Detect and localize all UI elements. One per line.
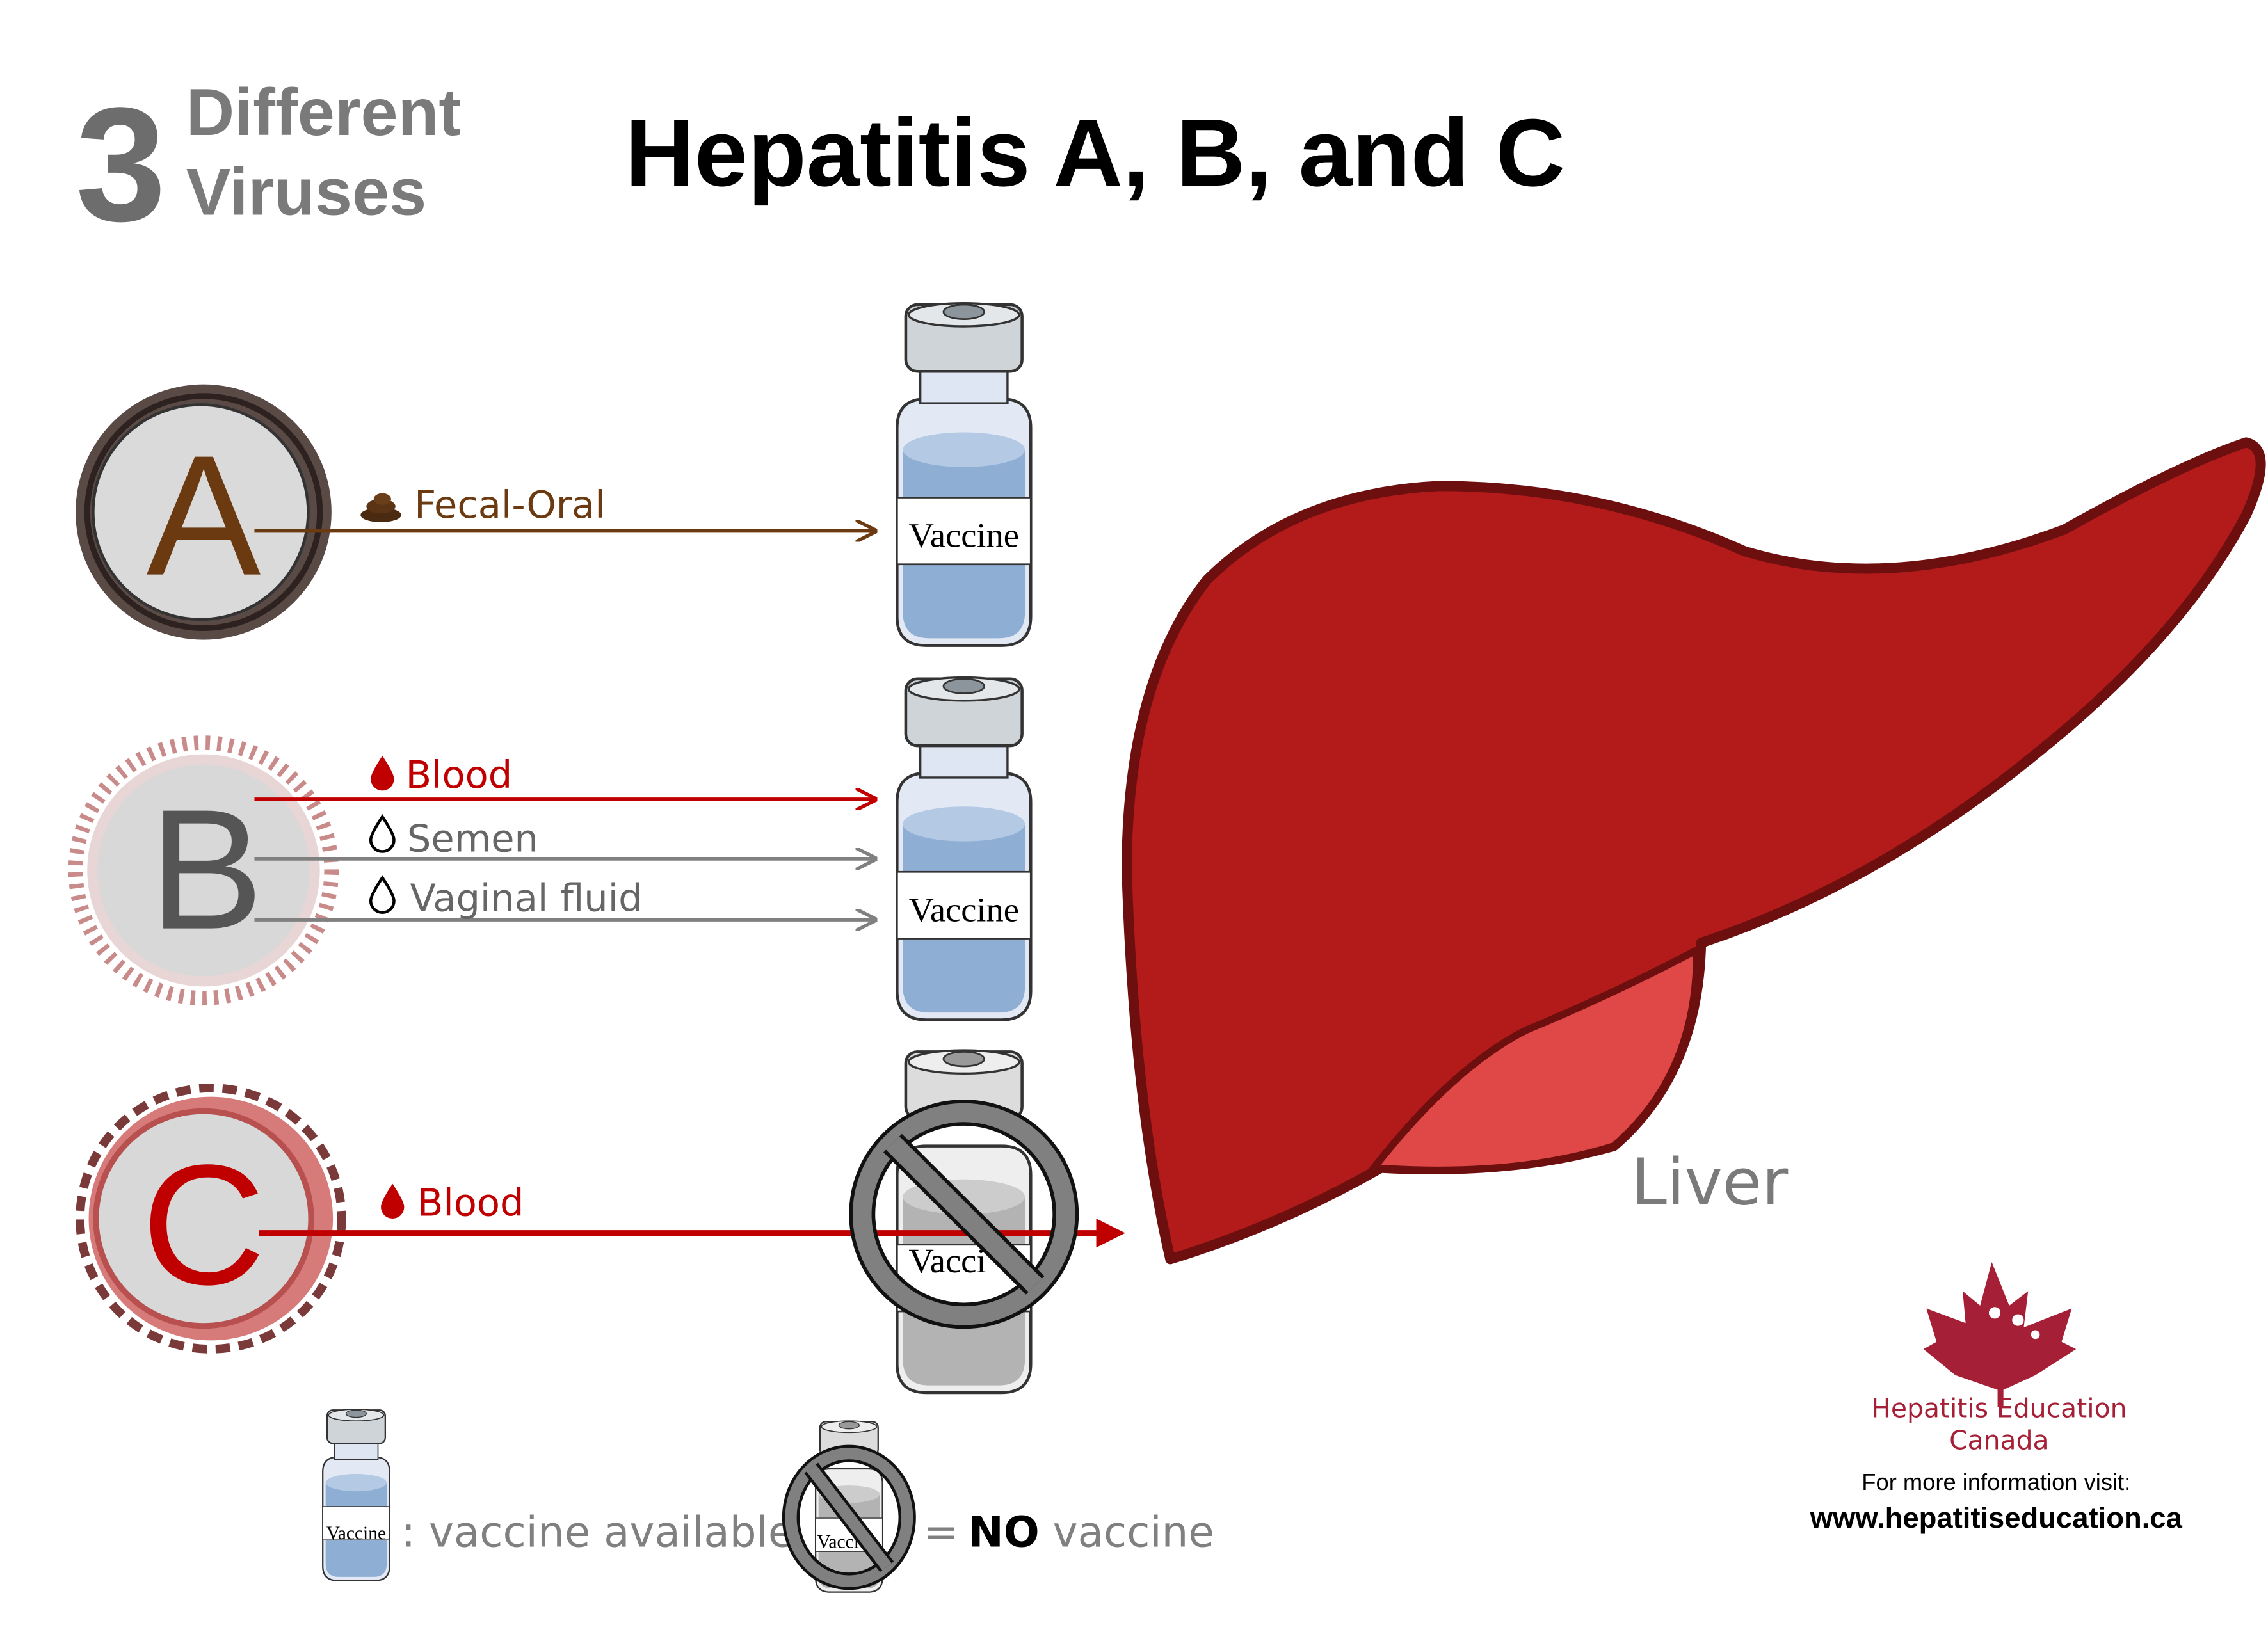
vial-c-label: Vacci (908, 1241, 986, 1280)
org-name-line2: Canada (1949, 1425, 2049, 1455)
route-vaginal-fluid: Vaginal fluid (410, 876, 642, 920)
poop-icon (360, 493, 401, 522)
route-semen: Semen (407, 817, 538, 861)
liver-label: Liver (1631, 1144, 1789, 1219)
virus-c-row: C Vacci Blood (76, 1050, 1125, 1393)
legend-equals: = (923, 1507, 958, 1556)
prohibited-icon (849, 1100, 1079, 1329)
route-blood-c: Blood (417, 1181, 524, 1225)
virus-c-icon (93, 1108, 314, 1329)
legend-vaccine-vial-icon (322, 1408, 390, 1581)
header-subtitle-line2: Viruses (186, 156, 427, 230)
virus-c-spikes (76, 1084, 346, 1354)
liver-illustration: Liver (1122, 437, 2266, 1265)
legend-no-vaccine: NO vaccine (969, 1507, 1214, 1556)
virus-c-letter: C (141, 1129, 266, 1320)
liver-shape (1122, 437, 2266, 1265)
page-title: Hepatitis A, B, and C (625, 99, 1565, 206)
header-subtitle-line1: Different (186, 76, 461, 150)
virus-b-icon (97, 764, 310, 977)
header-number: 3 (76, 74, 166, 255)
website-link[interactable]: www.hepatitiseducation.ca (1810, 1501, 2183, 1534)
maple-leaf-logo (1923, 1262, 2077, 1407)
legend-no-bold: NO (969, 1507, 1040, 1556)
virus-a-icon (92, 403, 310, 621)
header: 3 Different Viruses Hepatitis A, B, and … (76, 74, 1565, 255)
drop-outline-icon (369, 814, 396, 853)
route-fecal-oral: Fecal-Oral (414, 483, 605, 527)
route-blood-b: Blood (406, 753, 513, 797)
blood-drop-icon (381, 1183, 405, 1219)
legend-no-text: vaccine (1040, 1507, 1214, 1556)
more-info-text: For more information visit: (1862, 1469, 2130, 1495)
vial-b-label: Vaccine (909, 890, 1019, 929)
virus-a-letter: A (147, 420, 262, 611)
virus-b-letter: B (149, 774, 264, 965)
footer: Hepatitis Education Canada For more info… (1810, 1262, 2183, 1534)
legend-prohibited-icon (782, 1444, 916, 1590)
gallbladder-shape (1367, 944, 1701, 1174)
drop-outline-icon (369, 875, 396, 914)
legend: Vaccine : vaccine available Vacci = NO v… (322, 1408, 1214, 1593)
virus-b-spikes (68, 735, 339, 1005)
legend-vaccine-available: : vaccine available (401, 1507, 794, 1556)
org-name-line1: Hepatitis Education (1871, 1393, 2127, 1424)
blood-drop-icon (371, 755, 394, 791)
vaccine-vial-a (897, 303, 1031, 646)
virus-b-row: B Blood Semen Vaginal fluid Vaccine (68, 678, 1031, 1020)
vial-a-label: Vaccine (909, 516, 1019, 555)
legend-vial-label: Vaccine (326, 1523, 386, 1544)
vaccine-vial-b (897, 678, 1031, 1020)
virus-a-row: A Fecal-Oral Vaccine (76, 303, 1031, 646)
